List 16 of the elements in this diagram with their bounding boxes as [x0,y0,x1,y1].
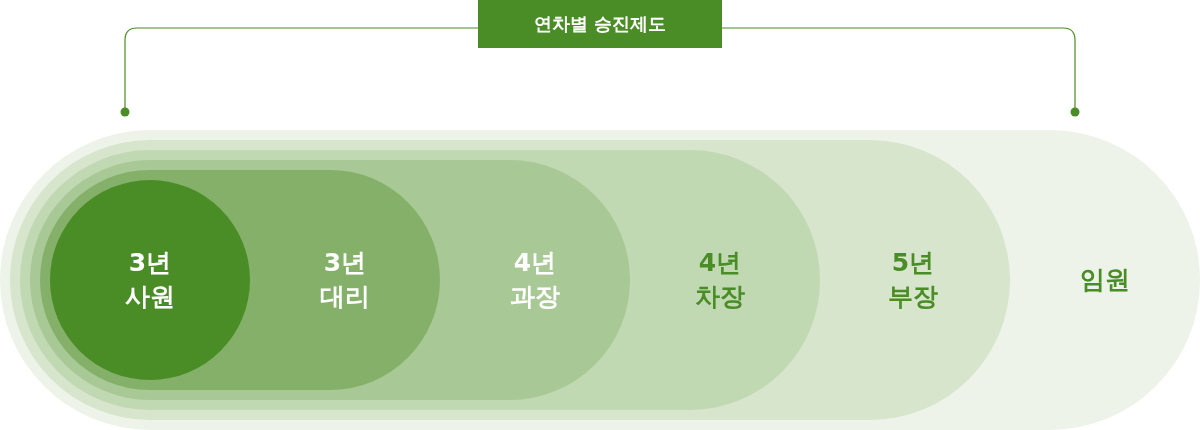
rank-text: 부장 [888,281,938,313]
rank-text: 차장 [695,281,745,313]
rounded-band [40,170,440,390]
rank-text: 과장 [510,281,560,313]
rounded-band [30,160,630,400]
duration-text: 4년 [512,247,558,279]
duration-text: 3년 [322,247,368,279]
duration-text: 3년 [127,247,173,279]
title-text: 연차별 승진제도 [533,12,667,36]
duration-text: 4년 [697,247,743,279]
rank-text: 대리 [320,281,370,313]
rank-text: 임원 [1080,264,1130,296]
duration-text: 5년 [890,247,936,279]
rank-text: 사원 [125,281,175,313]
rounded-band [0,130,1200,430]
title-banner [478,0,722,48]
